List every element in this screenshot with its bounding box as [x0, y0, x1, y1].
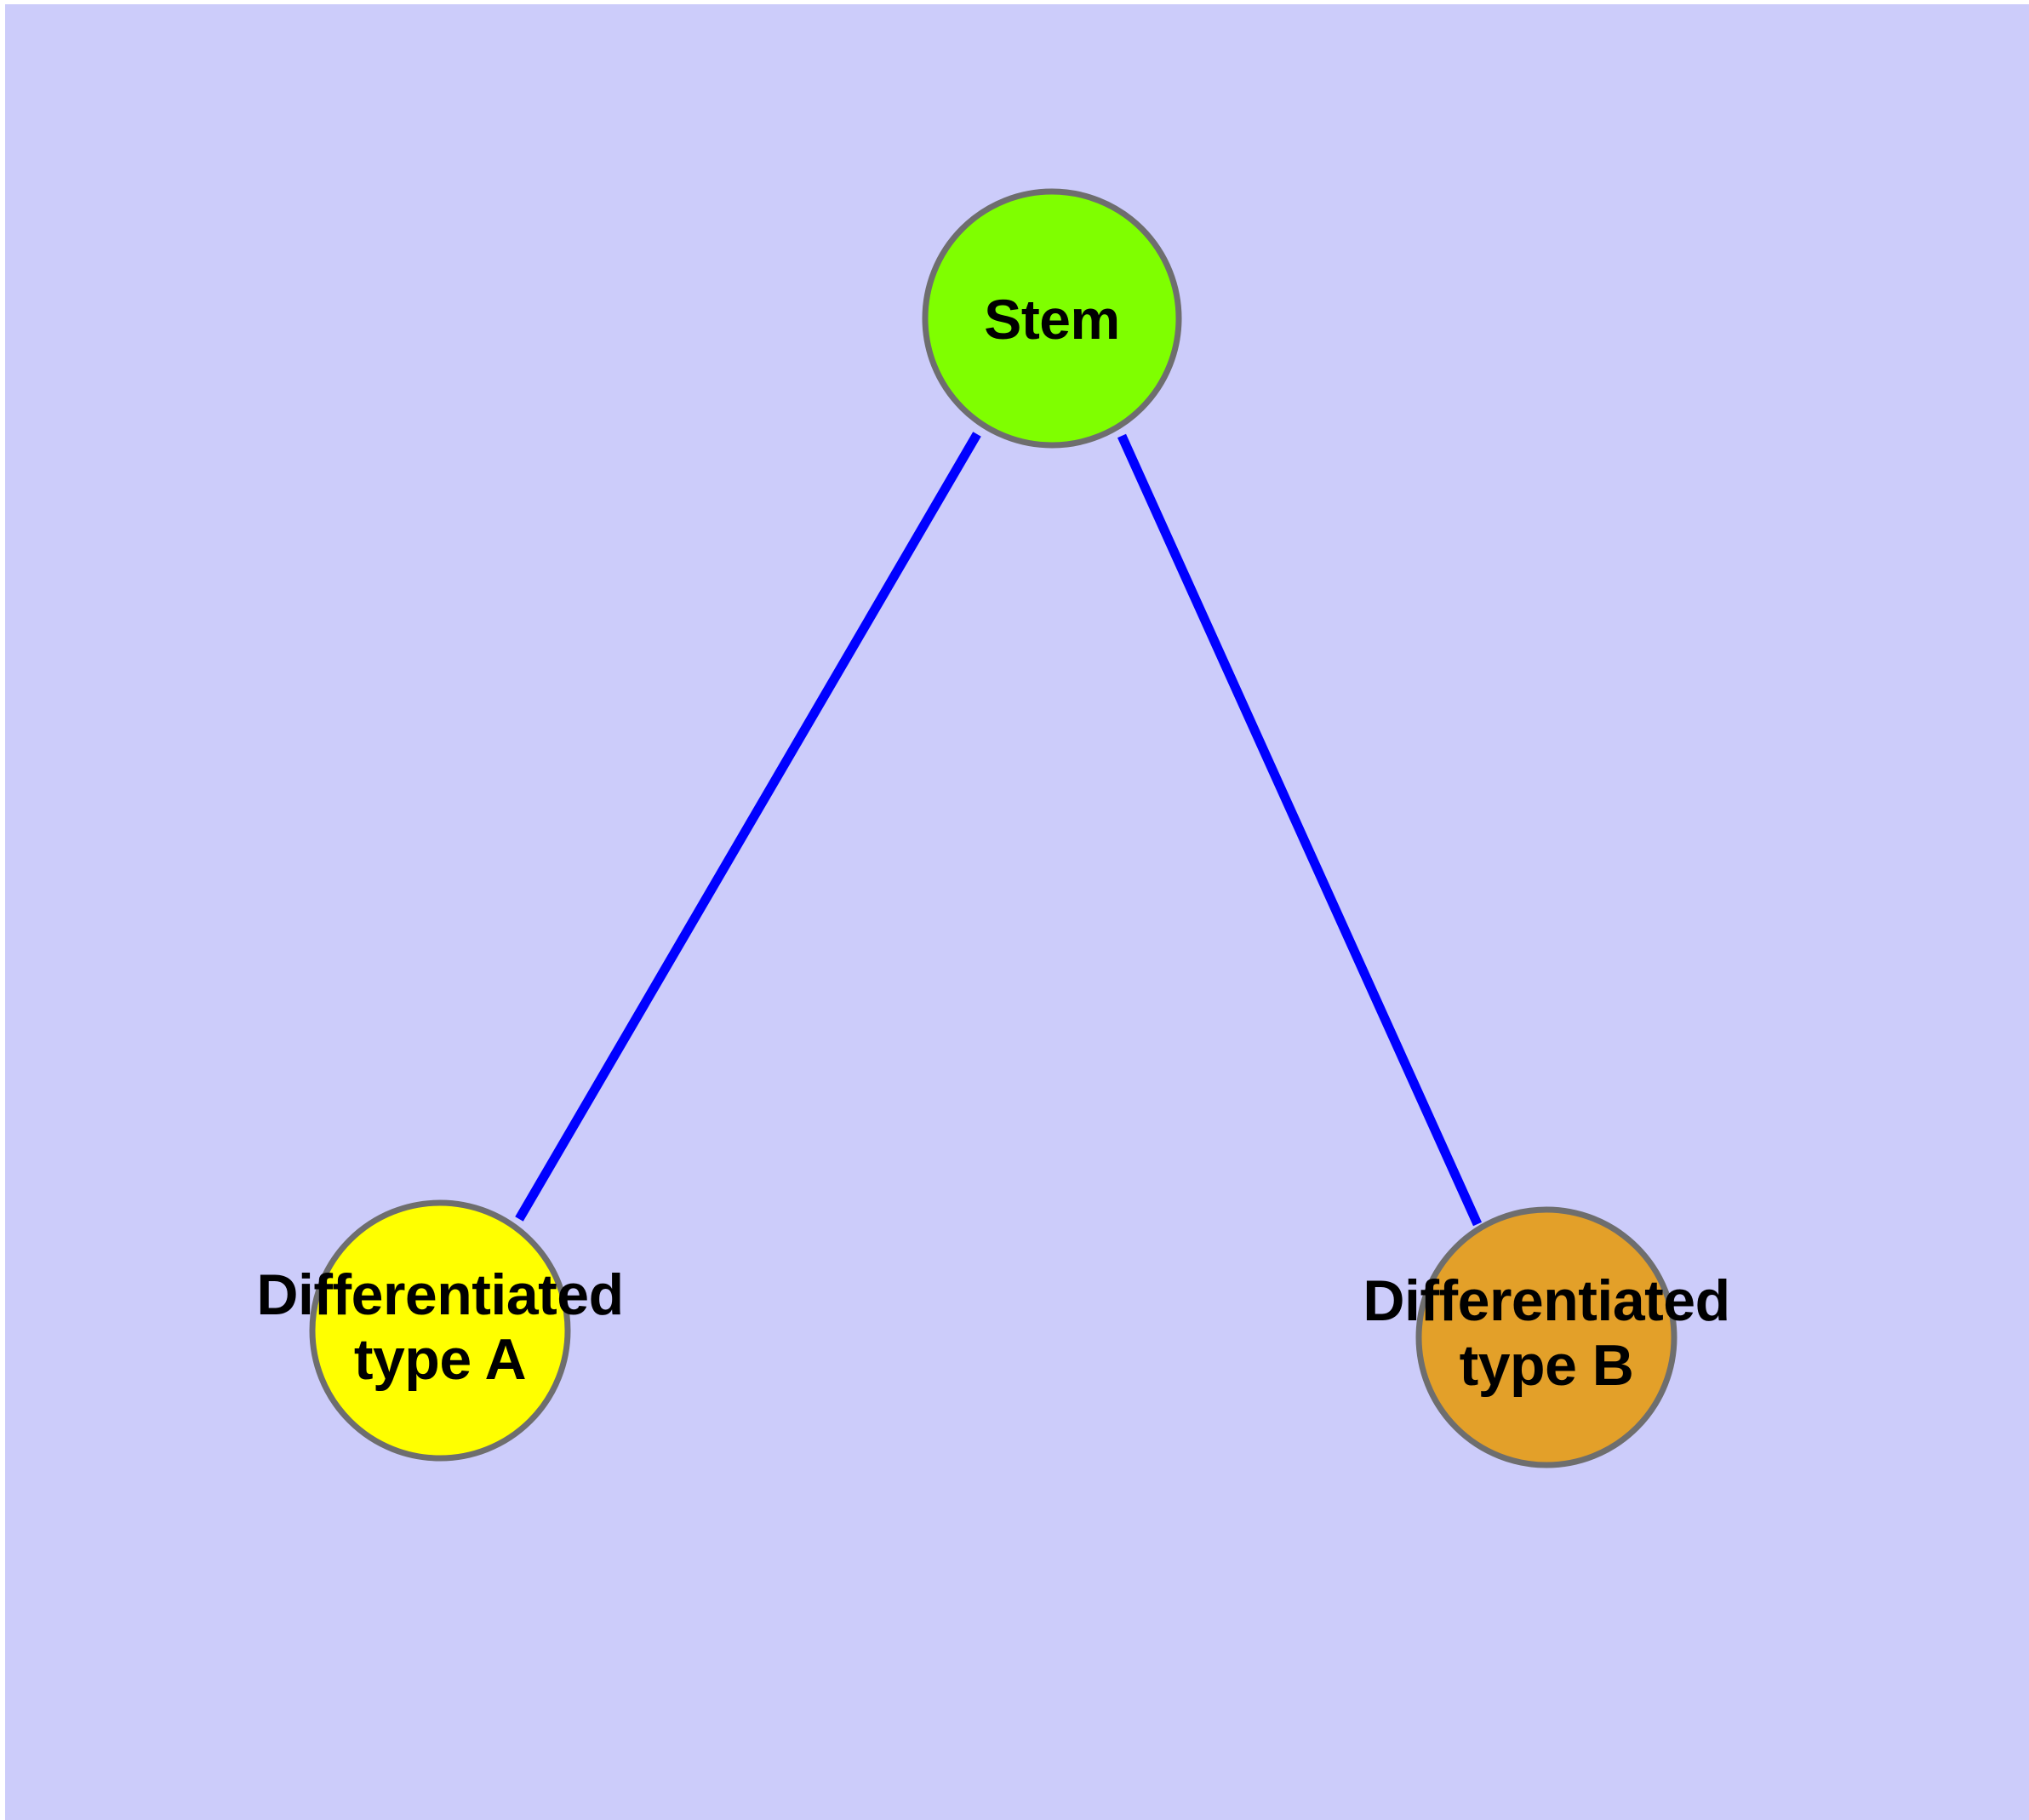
- node-stem-circle[interactable]: [922, 188, 1182, 449]
- node-diff-a-circle[interactable]: [309, 1199, 571, 1462]
- node-diff-b-circle[interactable]: [1415, 1206, 1677, 1468]
- node-layer: [309, 188, 1677, 1468]
- edge-stem-to-diff-b: [1117, 433, 1483, 1227]
- edge-stem-to-diff-a: [515, 432, 981, 1222]
- edge-layer: [515, 432, 1483, 1227]
